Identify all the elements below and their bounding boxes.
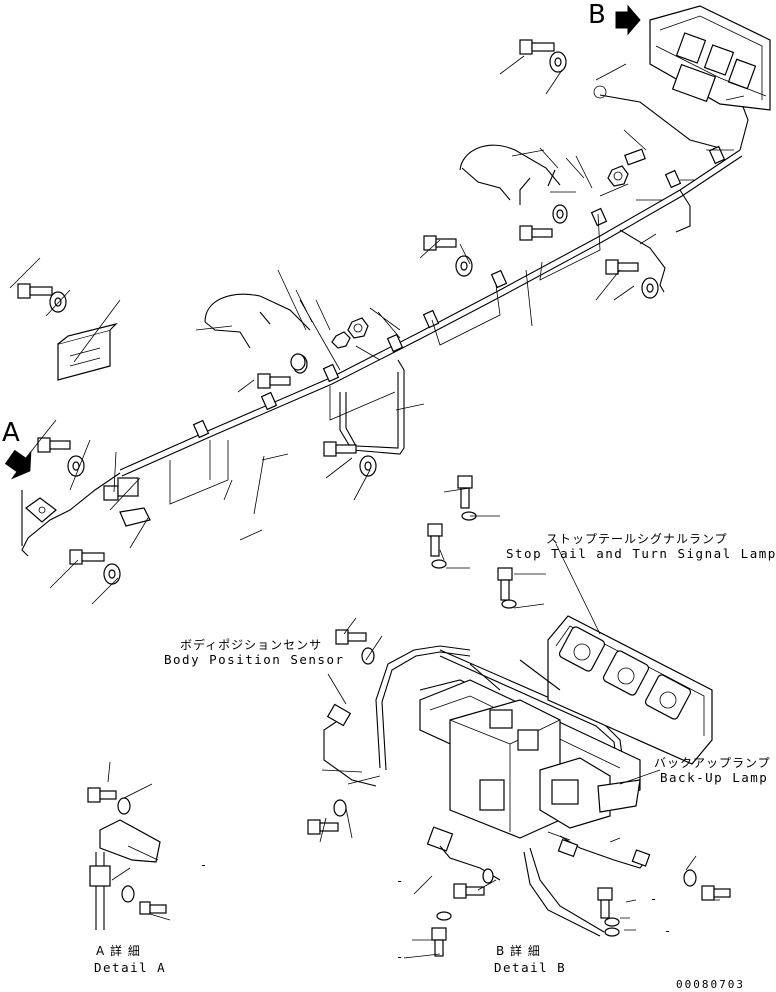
view-b-letter: B xyxy=(588,0,607,30)
leader-lines xyxy=(9,55,745,959)
dash-mark: - xyxy=(200,858,208,872)
harness-bracket xyxy=(57,322,118,381)
detail-a-drawing xyxy=(87,787,167,930)
dash-mark: - xyxy=(396,950,404,964)
rear-lamp-assembly-main xyxy=(323,615,713,937)
body-sensor-label-jp: ボディポジションセンサ xyxy=(180,638,323,652)
view-a-letter: A xyxy=(2,418,21,448)
detail-b-label-en: Detail B xyxy=(494,960,567,975)
stop-tail-label-en: Stop Tail and Turn Signal Lamps xyxy=(506,546,776,561)
lower-fasteners xyxy=(307,475,731,957)
body-sensor-label-en: Body Position Sensor xyxy=(164,652,345,667)
clip-a xyxy=(25,477,151,527)
rear-lamp-assembly-b xyxy=(593,5,771,166)
backup-lamp-label-jp: バックアップランプ xyxy=(654,756,771,770)
main-harness xyxy=(21,94,749,557)
drawing-code: 00080703 xyxy=(676,978,745,991)
dash-mark: - xyxy=(664,924,672,938)
dash-mark: - xyxy=(396,874,404,888)
detail-a-label-en: Detail A xyxy=(94,960,167,975)
detail-b-label-jp: B 詳 細 xyxy=(496,944,541,958)
detail-a-label-jp: A 詳 細 xyxy=(96,944,141,958)
upper-fasteners xyxy=(17,39,659,585)
dash-mark: - xyxy=(650,892,658,906)
stop-tail-label-jp: ストップテールシグナルランプ xyxy=(546,532,728,546)
backup-lamp-label-en: Back-Up Lamp xyxy=(660,770,769,785)
view-direction-arrow-icon xyxy=(4,4,641,480)
